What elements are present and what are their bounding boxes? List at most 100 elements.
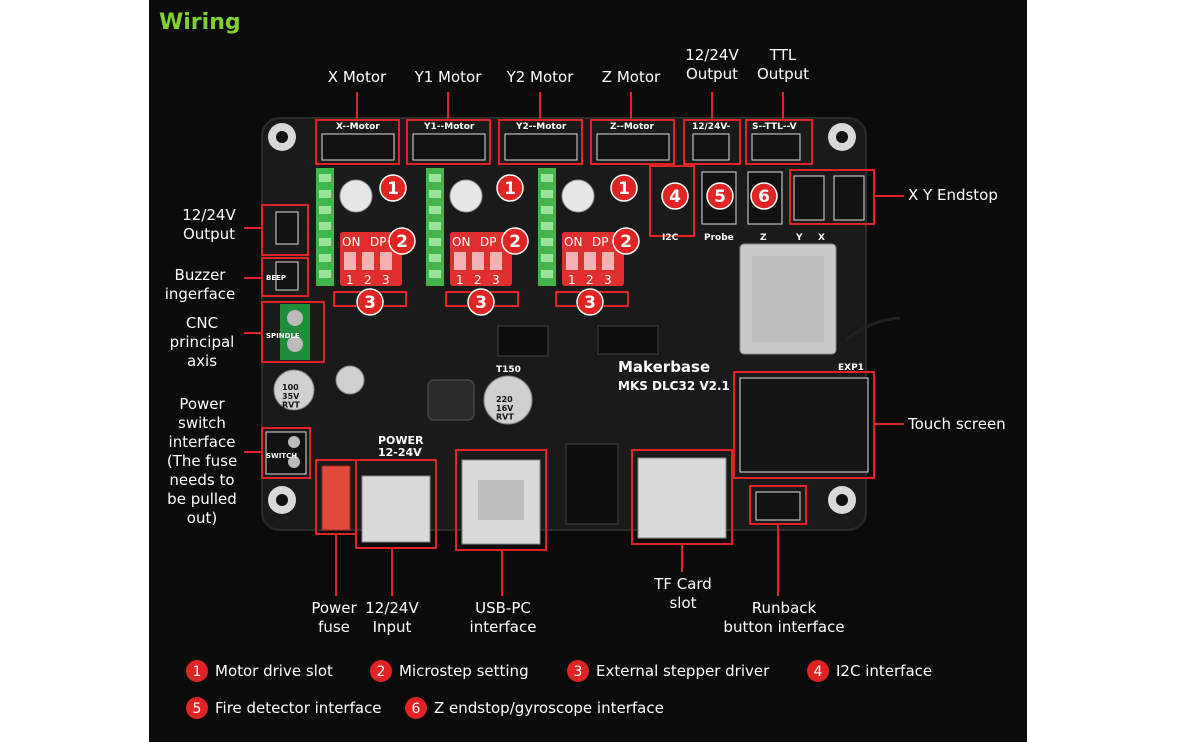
svg-text:6: 6: [412, 701, 421, 717]
label-z-motor: Z Motor: [601, 68, 661, 86]
svg-text:2: 2: [364, 273, 372, 287]
legend-item-2: 2 Microstep setting: [370, 660, 529, 682]
svg-text:ON: ON: [452, 235, 470, 249]
svg-text:1: 1: [568, 273, 576, 287]
svg-text:4: 4: [669, 187, 681, 207]
tf-card-slot: [637, 457, 727, 539]
legend-text-2: Microstep setting: [399, 662, 529, 680]
pcb-ttl: S--TTL--V: [752, 122, 797, 132]
label-ttl-output: TTL Output: [756, 46, 810, 83]
label-usb-pc: USB-PC interface: [469, 599, 537, 636]
callout-badge-3: 3: [467, 288, 495, 316]
label-y1-motor: Y1 Motor: [414, 68, 482, 86]
callout-badge-2: 2: [388, 227, 416, 255]
svg-text:5: 5: [714, 187, 726, 207]
pcb-spindle: SPINDLE: [266, 332, 300, 340]
callout-badge-3: 3: [356, 288, 384, 316]
legend-item-5: 5 Fire detector interface: [186, 697, 382, 719]
svg-text:3: 3: [382, 273, 390, 287]
legend-item-3: 3 External stepper driver: [567, 660, 770, 682]
svg-text:1: 1: [346, 273, 354, 287]
pcb-i2c: I2C: [662, 233, 679, 243]
pcb-y: Y: [795, 233, 803, 243]
callout-badge-1: 1: [379, 174, 407, 202]
pcb-brand: Makerbase: [618, 358, 710, 376]
legend-text-6: Z endstop/gyroscope interface: [434, 699, 664, 717]
power-fuse: [321, 465, 351, 531]
callout-badge-4: 4: [661, 182, 689, 210]
svg-text:1: 1: [618, 179, 630, 199]
capacitor-220-16v: [483, 375, 533, 425]
pcb-probe: Probe: [704, 233, 734, 243]
capacitor-100-35v: [273, 369, 315, 411]
label-output-12-24v-top: 12/24V Output: [685, 46, 739, 83]
pcb-model: MKS DLC32 V2.1: [618, 379, 730, 393]
svg-text:3: 3: [492, 273, 500, 287]
pcb-z: Z: [760, 233, 767, 243]
svg-text:1: 1: [193, 664, 202, 680]
label-tf-card: TF Card slot: [654, 575, 712, 612]
page-title: Wiring: [159, 10, 241, 35]
label-xy-endstop: X Y Endstop: [908, 186, 998, 204]
legend-item-6: 6 Z endstop/gyroscope interface: [405, 697, 664, 719]
svg-text:2: 2: [620, 232, 632, 252]
label-power-fuse: Power fuse: [311, 599, 357, 636]
exp1-header: [739, 377, 869, 473]
callout-badge-6: 6: [750, 182, 778, 210]
label-y2-motor: Y2 Motor: [506, 68, 574, 86]
motor-connectors: [321, 133, 801, 161]
callout-badge-1: 1: [496, 174, 524, 202]
pcb-beep: BEEP: [266, 274, 286, 282]
svg-text:3: 3: [574, 664, 583, 680]
callout-badge-2: 2: [612, 227, 640, 255]
pcb-switch: SWITCH: [266, 452, 297, 460]
svg-text:ON: ON: [342, 235, 360, 249]
legend-text-3: External stepper driver: [596, 662, 770, 680]
label-cnc-axis: CNC principal axis: [169, 314, 235, 370]
svg-text:1: 1: [456, 273, 464, 287]
svg-text:2: 2: [396, 232, 408, 252]
label-input-12-24v: 12/24V Input: [365, 599, 419, 636]
svg-text:DP: DP: [592, 235, 608, 249]
svg-text:3: 3: [604, 273, 612, 287]
label-buzzer: Buzzer ingerface: [164, 266, 236, 303]
label-touch-screen: Touch screen: [908, 415, 1006, 433]
callout-badge-5: 5: [706, 182, 734, 210]
legend-text-5: Fire detector interface: [215, 699, 382, 717]
pcb-exp1: EXP1: [838, 363, 864, 373]
pcb-y2-motor: Y2--Motor: [515, 122, 567, 132]
label-runback: Runback button interface: [723, 599, 845, 636]
pcb-t150: T150: [496, 365, 521, 375]
pcb-y1-motor: Y1--Motor: [423, 122, 475, 132]
callout-badge-2: 2: [501, 227, 529, 255]
svg-text:4: 4: [814, 664, 823, 680]
callout-badge-3: 3: [576, 288, 604, 316]
svg-text:1: 1: [387, 179, 399, 199]
svg-text:2: 2: [509, 232, 521, 252]
pcb-out-12-24v: 12/24V-: [692, 122, 731, 132]
legend-item-4: 4 I2C interface: [807, 660, 932, 682]
chip-main: [597, 325, 659, 355]
svg-text:2: 2: [377, 664, 386, 680]
pcb-x-motor: X--Motor: [336, 122, 380, 132]
svg-text:2: 2: [474, 273, 482, 287]
legend-text-4: I2C interface: [836, 662, 932, 680]
svg-text:6: 6: [758, 187, 770, 207]
svg-text:2: 2: [586, 273, 594, 287]
power-input-jack: [361, 475, 431, 543]
svg-text:1: 1: [504, 179, 516, 199]
svg-text:3: 3: [364, 293, 376, 313]
pcb-z-motor: Z--Motor: [610, 122, 654, 132]
pcb-x: X: [818, 233, 825, 243]
svg-text:DP: DP: [370, 235, 386, 249]
svg-text:DP: DP: [480, 235, 496, 249]
svg-text:3: 3: [584, 293, 596, 313]
svg-text:5: 5: [193, 701, 202, 717]
callout-badge-1: 1: [610, 174, 638, 202]
svg-text:ON: ON: [564, 235, 582, 249]
